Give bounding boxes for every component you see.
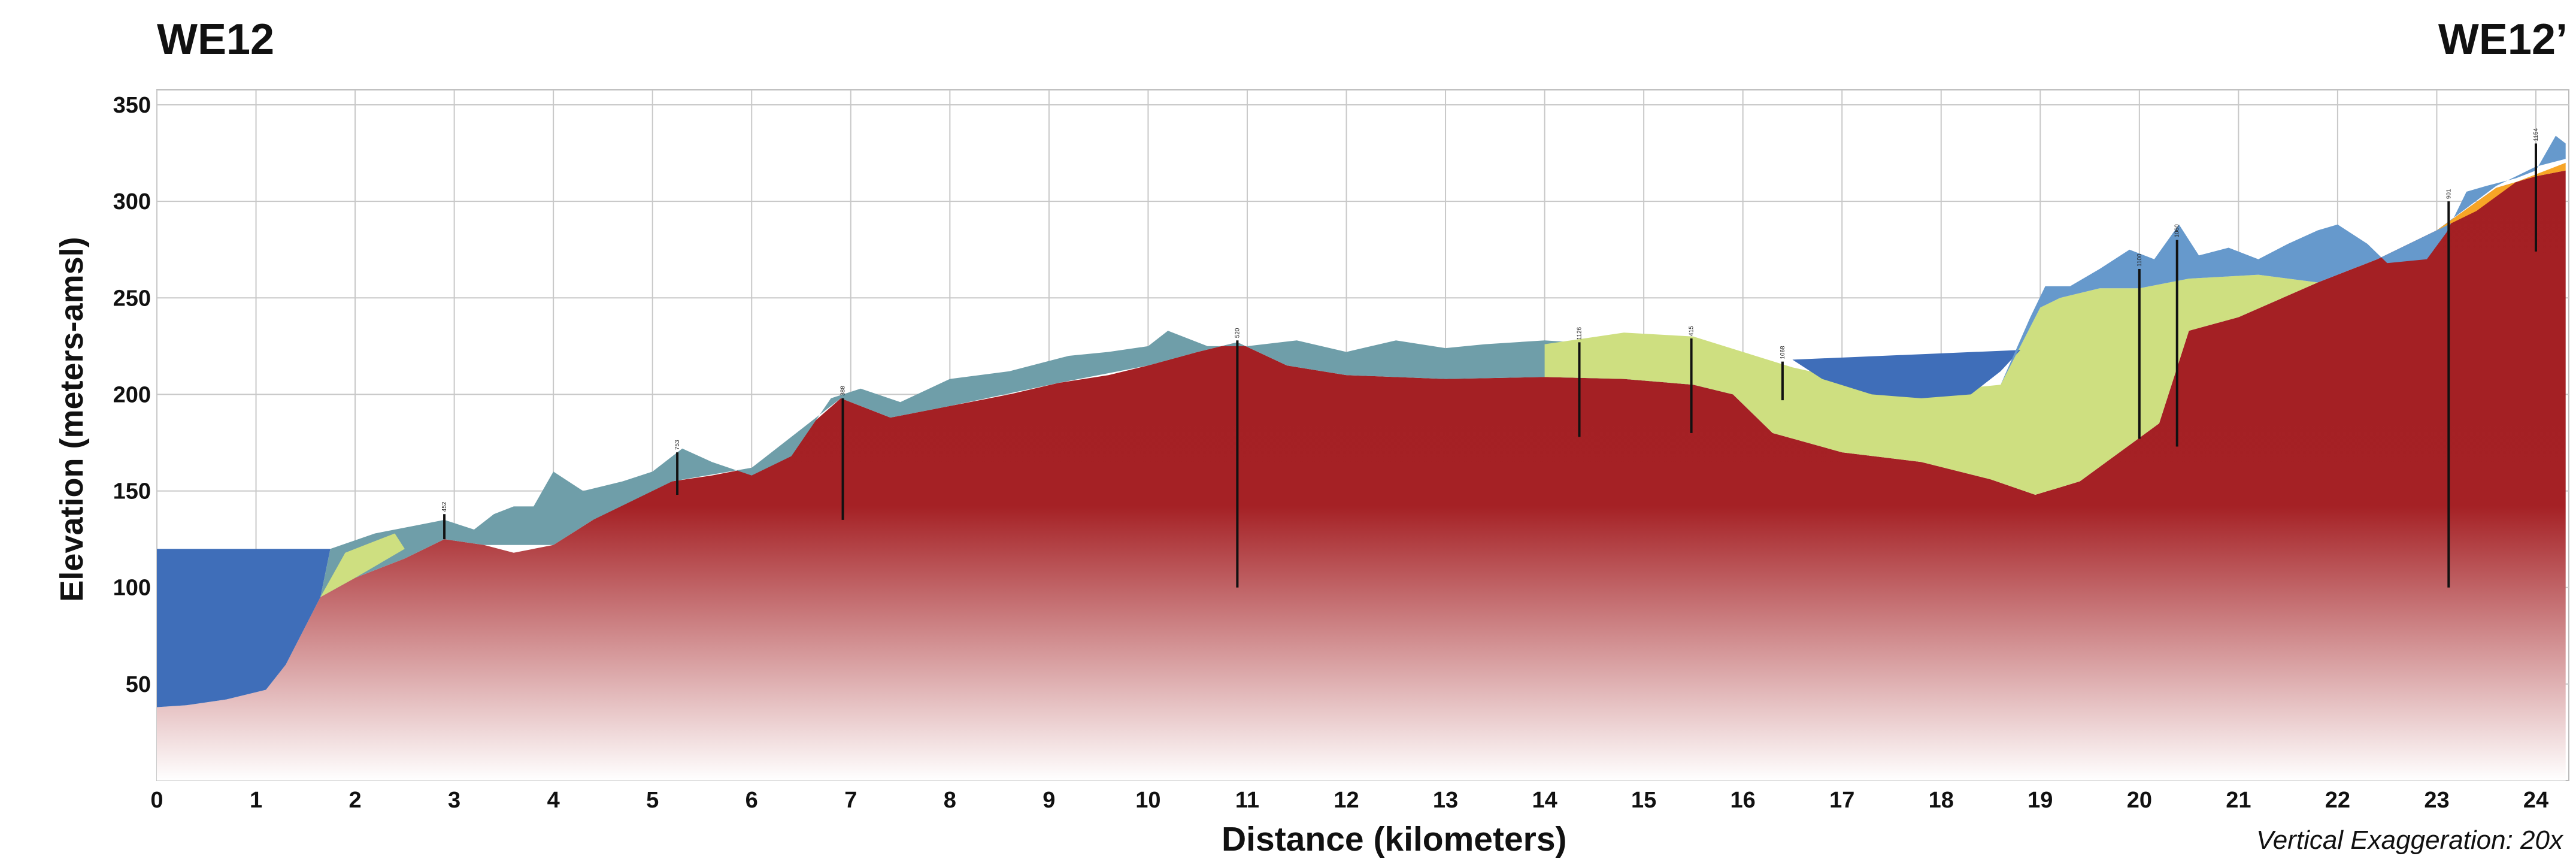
x-tick-label: 13	[1433, 788, 1458, 813]
x-tick-label: 20	[2127, 788, 2152, 813]
y-tick-label: 150	[113, 479, 151, 504]
x-tick-label: 19	[2028, 788, 2053, 813]
y-tick-label: 200	[113, 382, 151, 407]
y-tick-label: 350	[113, 93, 151, 118]
x-tick-label: 16	[1731, 788, 1756, 813]
section-start-label: WE12	[157, 16, 275, 63]
vertical-exaggeration-note: Vertical Exaggeration: 20x	[2256, 825, 2563, 855]
well-label: 452	[441, 501, 448, 512]
unit-dark-blue-water-right	[1792, 350, 2021, 398]
geologic-units	[157, 135, 2566, 781]
unit-dark-blue-water-left	[157, 549, 331, 707]
x-tick-label: 1	[250, 788, 262, 813]
y-axis-title: Elevation (meters-amsl)	[54, 237, 90, 602]
x-tick-label: 15	[1631, 788, 1656, 813]
x-tick-label: 14	[1532, 788, 1557, 813]
x-tick-label: 22	[2325, 788, 2350, 813]
x-tick-label: 24	[2523, 788, 2548, 813]
well-label: 753	[674, 440, 681, 450]
x-tick-label: 7	[844, 788, 857, 813]
x-tick-label: 8	[944, 788, 956, 813]
well-label: 388	[840, 386, 847, 396]
well-label: 901	[2445, 189, 2452, 199]
x-tick-label: 2	[349, 788, 362, 813]
x-tick-label: 17	[1829, 788, 1854, 813]
unit-green-valley	[1544, 274, 2318, 495]
x-tick-label: 6	[745, 788, 758, 813]
x-tick-label: 21	[2226, 788, 2251, 813]
y-tick-label: 100	[113, 576, 151, 601]
well-label: 1060	[2174, 224, 2181, 238]
x-axis-title: Distance (kilometers)	[1222, 820, 1567, 858]
x-tick-label: 5	[646, 788, 659, 813]
x-tick-label: 3	[448, 788, 460, 813]
x-tick-label: 18	[1929, 788, 1954, 813]
well-label: 1100	[2136, 253, 2143, 267]
y-tick-label: 300	[113, 189, 151, 214]
y-tick-label: 250	[113, 286, 151, 311]
unit-bedrock	[157, 170, 2566, 781]
y-tick-label: 50	[126, 672, 151, 697]
x-tick-label: 4	[547, 788, 560, 813]
x-tick-label: 11	[1235, 788, 1259, 813]
unit-orange-lenses	[2417, 162, 2566, 240]
well-label: 1154	[2533, 128, 2539, 141]
unit-green-lower	[320, 533, 405, 597]
well-label: 1126	[1577, 326, 1583, 340]
x-tick-label: 9	[1042, 788, 1055, 813]
well-label: 415	[1689, 326, 1695, 336]
section-end-label: WE12’	[2438, 16, 2568, 63]
x-tick-label: 10	[1135, 788, 1160, 813]
x-tick-label: 0	[150, 788, 163, 813]
well-label: 520	[1234, 328, 1241, 338]
x-tick-label: 12	[1334, 788, 1359, 813]
wells: 452 753 388 520 1126 415 1068 1100 1060 901 1154	[441, 128, 2539, 588]
x-tick-label: 23	[2424, 788, 2449, 813]
unit-blue-upper	[2001, 135, 2566, 385]
well-label: 1068	[1780, 346, 1786, 359]
